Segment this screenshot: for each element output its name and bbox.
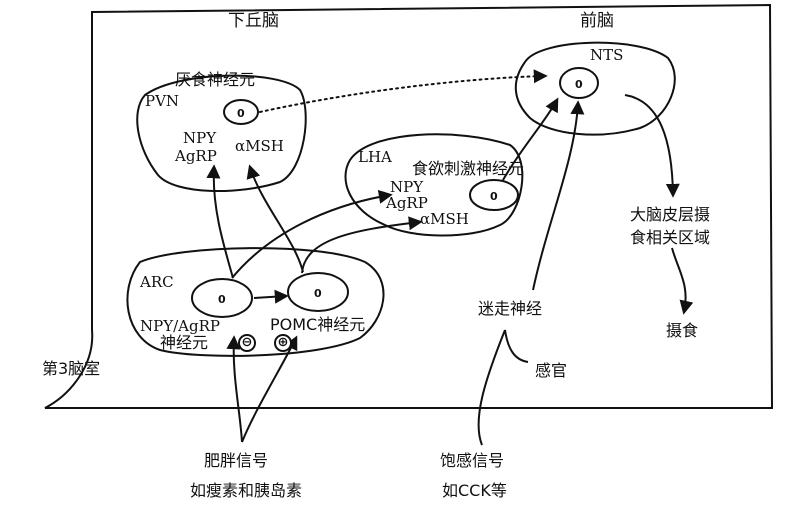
arc-npy-neuron-label-2: 神经元 bbox=[160, 333, 209, 352]
pvn-amsh: αMSH bbox=[235, 137, 284, 155]
lha-area-label: LHA bbox=[358, 148, 392, 166]
cortex-label-2: 食相关区域 bbox=[630, 228, 711, 247]
arrow-obesity-to-pomc bbox=[241, 335, 298, 443]
hypothalamus-label: 下丘脑 bbox=[228, 11, 279, 31]
pvn-title: 厌食神经元 bbox=[175, 70, 256, 89]
sensory-to-vagus-line bbox=[504, 329, 529, 363]
pvn-agrp: AgRP bbox=[175, 147, 217, 165]
obesity-signal-label-2: 如瘦素和胰岛素 bbox=[190, 481, 303, 500]
sensory-label: 感官 bbox=[535, 361, 568, 380]
obesity-signal-label-1: 肥胖信号 bbox=[204, 451, 269, 470]
arrow-pomc-to-lha-amsh bbox=[301, 216, 423, 274]
nts-area-label: NTS bbox=[590, 46, 624, 64]
lha-nucleus: 0 bbox=[490, 190, 498, 203]
arc-area-label: ARC bbox=[140, 273, 174, 291]
arc-pomc-nucleus: 0 bbox=[314, 287, 322, 300]
inhibit-symbol: ⊖ bbox=[238, 334, 256, 352]
arrow-pvn-to-nts-dotted bbox=[259, 69, 548, 113]
brain-outline bbox=[44, 3, 774, 409]
vagus-nerve-label: 迷走神经 bbox=[478, 299, 543, 318]
pvn-npy: NPY bbox=[183, 129, 217, 147]
excite-symbol: ⊕ bbox=[274, 334, 292, 352]
arrow-arc-to-pvn-npy bbox=[206, 164, 234, 279]
arc-npy-neuron-label-1: NPY/AgRP bbox=[140, 317, 220, 335]
arrow-arc-to-lha-npy bbox=[231, 189, 393, 279]
arrow-arc-to-pvn-amsh bbox=[246, 164, 304, 273]
lha-region bbox=[344, 133, 524, 237]
pvn-nucleus: 0 bbox=[237, 107, 245, 120]
arc-pomc-neuron-label: POMC神经元 bbox=[270, 315, 366, 334]
cortex-label-1: 大脑皮层摄 bbox=[630, 205, 711, 224]
arc-npy-neuron bbox=[191, 278, 253, 318]
arrow-obesity-to-npy bbox=[226, 335, 243, 443]
lha-neuron bbox=[469, 179, 519, 211]
pvn-region bbox=[136, 74, 307, 192]
nts-region bbox=[514, 41, 676, 136]
satiety-signal-label-2: 如CCK等 bbox=[442, 481, 507, 500]
lha-npy: NPY bbox=[390, 178, 424, 196]
arrow-cortex-to-feeding bbox=[671, 247, 694, 315]
arrow-vagus-to-nts bbox=[532, 100, 585, 291]
lha-agrp: AgRP bbox=[386, 194, 428, 212]
feeding-label: 摄食 bbox=[666, 321, 699, 340]
forebrain-label: 前脑 bbox=[580, 11, 614, 31]
pvn-neuron bbox=[223, 99, 259, 125]
arrow-npy-to-pomc bbox=[253, 289, 289, 304]
nts-nucleus: 0 bbox=[575, 78, 583, 91]
satiety-to-vagus-line bbox=[477, 329, 506, 446]
arrow-nts-to-cortex bbox=[624, 94, 680, 198]
satiety-signal-label-1: 饱感信号 bbox=[440, 451, 505, 470]
lha-amsh: αMSH bbox=[420, 210, 469, 228]
arrow-lha-to-nts bbox=[502, 97, 559, 181]
arc-region bbox=[126, 247, 385, 357]
arc-npy-nucleus: 0 bbox=[218, 293, 226, 306]
nts-neuron bbox=[559, 67, 599, 99]
third-ventricle-label: 第3脑室 bbox=[42, 359, 101, 378]
pvn-area-label: PVN bbox=[145, 92, 180, 110]
lha-title: 食欲刺激神经元 bbox=[412, 159, 525, 178]
